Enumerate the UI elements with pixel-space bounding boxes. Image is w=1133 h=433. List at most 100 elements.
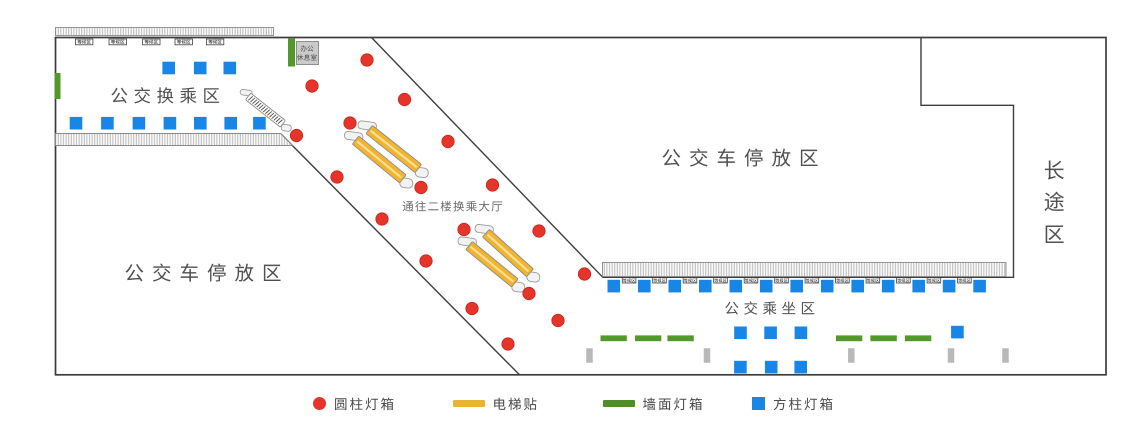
zone-label-escalator-note: 通往二楼换乘大厅 <box>402 198 504 215</box>
office-room-label-line2: 休息室 <box>296 51 318 62</box>
waiting-area-box <box>957 277 972 284</box>
waiting-area-box-label: 等候区 <box>684 278 697 284</box>
pillar-lightbox-marker <box>397 92 412 107</box>
waiting-area-box-label: 等候区 <box>806 278 819 284</box>
waiting-area-box-label: 等候区 <box>653 278 666 284</box>
waiting-area-box <box>205 38 225 46</box>
zone-label-bus-parking-right: 公交车停放区 <box>661 141 827 171</box>
waiting-area-box <box>926 277 942 284</box>
waiting-area-box-label: 等候区 <box>867 278 880 284</box>
waiting-area-box-label: 等候区 <box>836 278 849 284</box>
zone-label-bus-transfer: 公交换乘区 <box>110 82 226 108</box>
waiting-area-box-label: 等候区 <box>928 278 941 284</box>
pillar-lightbox-marker <box>343 116 357 130</box>
square-col-lightbox-marker <box>942 279 956 293</box>
square-col-lightbox-marker <box>193 61 207 75</box>
transfer-platform-strip <box>55 133 294 146</box>
waiting-area-box <box>621 277 637 284</box>
square-col-lightbox-marker <box>194 116 207 130</box>
waiting-area-box-label: 等候区 <box>144 40 158 46</box>
waiting-area-box <box>835 277 850 284</box>
square-col-lightbox-marker <box>668 279 682 293</box>
square-col-lightbox-marker <box>638 279 651 293</box>
office-rest-room: 办公 休息室 <box>295 40 319 65</box>
waiting-area-box-label: 等候区 <box>775 278 788 284</box>
pillar-lightbox-marker <box>485 178 500 192</box>
pillar-post-marker <box>703 348 711 363</box>
square-col-lightbox-marker <box>734 360 747 374</box>
square-col-lightbox-marker <box>224 116 237 130</box>
pillar-lightbox-marker <box>577 267 592 281</box>
waiting-area-box-label: 等候区 <box>958 278 971 284</box>
corridor-wall-upper-diagonal <box>370 37 604 278</box>
pillar-lightbox-marker <box>551 313 565 328</box>
square-col-lightbox-marker <box>253 116 266 130</box>
square-col-lightbox-marker <box>851 279 864 293</box>
waiting-area-box-label: 等候区 <box>897 278 910 284</box>
office-room-label-line1: 办公 <box>300 42 314 53</box>
wall-lightbox-marker <box>904 335 932 342</box>
waiting-area-box <box>108 38 127 46</box>
waiting-area-box-label: 等候区 <box>177 40 191 46</box>
square-col-lightbox-marker <box>729 279 743 293</box>
square-col-lightbox-marker <box>912 279 925 293</box>
square-col-lightbox-marker <box>101 116 114 130</box>
pillar-lightbox-marker <box>501 337 515 351</box>
square-col-lightbox-marker <box>820 279 834 293</box>
square-col-lightbox-marker <box>607 279 621 293</box>
pillar-post-marker <box>848 348 855 363</box>
waiting-area-box <box>75 38 94 46</box>
square-col-lightbox-marker <box>764 326 777 340</box>
escalator-icon <box>474 223 541 283</box>
pillar-post-marker <box>586 348 593 363</box>
escalator-icon <box>457 236 526 293</box>
pillar-lightbox-marker <box>305 79 319 93</box>
pillar-lightbox-marker <box>330 170 344 184</box>
waiting-area-box <box>713 277 728 284</box>
square-col-lightbox-marker <box>162 61 175 75</box>
square-col-lightbox-marker <box>764 360 778 374</box>
pillar-lightbox-marker <box>289 128 304 143</box>
pillar-lightbox-marker <box>532 224 546 238</box>
boarding-platform-strip <box>602 262 1007 277</box>
square-col-lightbox-marker <box>132 116 146 130</box>
square-col-lightbox-marker <box>973 279 986 293</box>
square-col-lightbox-marker <box>699 279 712 293</box>
square-col-lightbox-marker <box>881 279 895 293</box>
pillar-lightbox-marker <box>375 212 389 226</box>
wall-lightbox-marker <box>54 73 61 99</box>
pillar-post-marker <box>1002 348 1009 363</box>
wall-lightbox-marker <box>667 335 694 342</box>
pillar-lightbox-marker <box>465 301 479 316</box>
waiting-area-box <box>743 277 759 284</box>
pillar-lightbox-marker <box>522 286 536 301</box>
wall-lightbox-marker <box>870 335 897 342</box>
waiting-area-box <box>174 38 193 46</box>
waiting-area-box-label: 等候区 <box>208 40 222 46</box>
pillar-lightbox-marker <box>414 180 428 195</box>
waiting-area-box <box>774 277 789 284</box>
waiting-area-box <box>682 277 698 284</box>
square-col-lightbox-marker <box>790 279 803 293</box>
zone-label-bus-boarding: 公交乘坐区 <box>724 297 820 319</box>
pillar-lightbox-marker <box>457 222 471 237</box>
square-col-lightbox-marker <box>951 325 964 339</box>
zone-label-long-distance: 长途区 <box>1039 159 1070 255</box>
waiting-area-box-label: 等候区 <box>77 40 91 46</box>
wall-lightbox-marker <box>836 335 863 342</box>
staircase-icon <box>239 88 292 132</box>
wall-lightbox-marker <box>635 335 662 342</box>
pillar-lightbox-marker <box>441 134 455 149</box>
waiting-area-box-label: 等候区 <box>745 278 758 284</box>
square-col-lightbox-marker <box>759 279 773 293</box>
pillar-lightbox-marker <box>360 53 374 67</box>
waiting-area-box-label: 等候区 <box>714 278 727 284</box>
square-col-lightbox-marker <box>794 360 807 374</box>
pillar-lightbox-marker <box>419 254 433 268</box>
zone-label-bus-parking-left: 公交车停放区 <box>124 256 290 286</box>
square-col-lightbox-marker <box>794 326 808 340</box>
square-col-lightbox-marker <box>69 116 83 130</box>
square-col-lightbox-marker <box>223 61 237 75</box>
